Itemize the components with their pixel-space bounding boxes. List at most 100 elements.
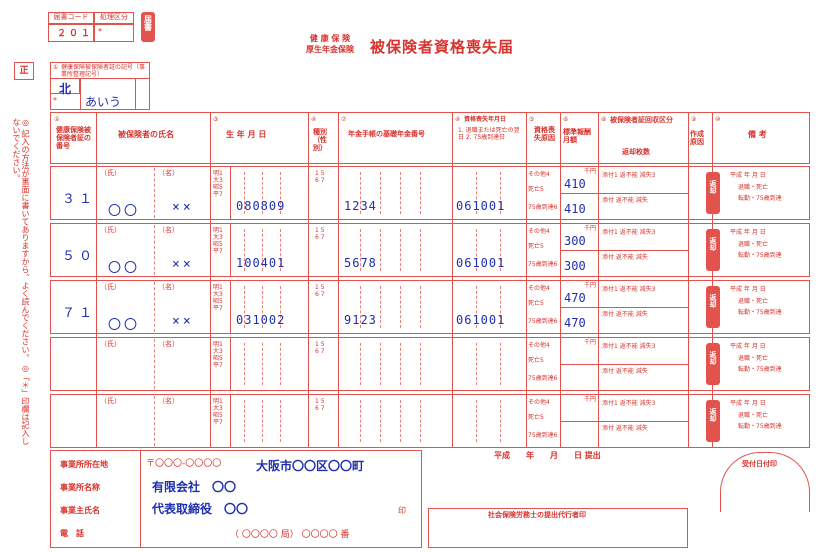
reason-death: 死亡5 bbox=[528, 243, 544, 250]
pay-divider bbox=[560, 307, 598, 308]
birth-grid bbox=[262, 400, 263, 442]
pay-top[interactable]: 410 bbox=[564, 177, 586, 191]
return-label: 返却 bbox=[709, 294, 717, 308]
birth-grid bbox=[262, 229, 263, 271]
collect-options-top: 添付1 返不能 減失3 bbox=[602, 229, 656, 236]
correct-mark-text: 正 bbox=[19, 66, 29, 76]
era-divider bbox=[230, 280, 231, 334]
col6-num: ⑦ bbox=[341, 116, 347, 123]
col8-num: ⑤ bbox=[529, 116, 535, 123]
collect-options-top: 添付1 返不能 減失3 bbox=[602, 286, 656, 293]
family-name[interactable]: 〇〇 bbox=[108, 318, 141, 333]
loss-grid bbox=[500, 400, 501, 442]
postal-code[interactable]: 〒〇〇〇-〇〇〇〇 bbox=[146, 459, 222, 469]
process-field[interactable]: * bbox=[94, 24, 134, 42]
agent-box bbox=[428, 508, 688, 548]
pension-grid bbox=[360, 229, 361, 271]
loss-date[interactable]: 061001 bbox=[456, 199, 506, 213]
loss-date[interactable]: 061001 bbox=[456, 313, 506, 327]
given-name[interactable]: ×× bbox=[172, 257, 194, 272]
return-label: 返却 bbox=[709, 351, 717, 365]
col7-num: ④ bbox=[455, 116, 461, 123]
company-value[interactable]: 有限会社 〇〇 bbox=[152, 480, 237, 494]
col11-label: 作成原因 bbox=[690, 130, 704, 146]
col3-label: 被保険者の氏名 bbox=[118, 130, 174, 139]
insured-number[interactable]: ５０ bbox=[62, 249, 97, 264]
family-name[interactable]: 〇〇 bbox=[108, 204, 141, 219]
family-name[interactable]: 〇〇 bbox=[108, 261, 141, 276]
loss-date[interactable]: 061001 bbox=[456, 256, 506, 270]
birth-date[interactable]: 100401 bbox=[236, 256, 286, 270]
pension-grid bbox=[420, 286, 421, 328]
symbol-num: ① bbox=[53, 64, 59, 71]
pay-top[interactable]: 470 bbox=[564, 291, 586, 305]
col10-sub: 返却枚数 bbox=[622, 148, 650, 156]
note-transfer: 転勤・75歳到達 bbox=[738, 366, 782, 373]
pension-number[interactable]: 9123 bbox=[344, 313, 377, 327]
symbol-kanji-value: 北 bbox=[59, 82, 72, 96]
pension-grid bbox=[380, 286, 381, 328]
given-name[interactable]: ×× bbox=[172, 314, 194, 329]
birth-date[interactable]: 080809 bbox=[236, 199, 286, 213]
col12-num: ⑩ bbox=[715, 116, 721, 123]
col6-label: 年金手帳の基礎年金番号 bbox=[348, 130, 425, 138]
table-row bbox=[50, 394, 810, 448]
pay-bottom[interactable]: 470 bbox=[564, 316, 586, 330]
return-badge: 返却 bbox=[706, 229, 720, 271]
symbol-kana-value: あいう bbox=[85, 95, 122, 109]
owner-value[interactable]: 代表取締役 〇〇 bbox=[152, 502, 249, 516]
table-row bbox=[50, 280, 810, 334]
reason-other: その他4 bbox=[528, 399, 550, 406]
process-dot: * bbox=[98, 27, 102, 36]
pension-number[interactable]: 5678 bbox=[344, 256, 377, 270]
insured-number[interactable]: ３１ bbox=[62, 192, 97, 207]
col2-label: 健康保険被保険者証の番号 bbox=[56, 126, 91, 150]
title-line1: 健 康 保 険 bbox=[309, 34, 351, 43]
phone-value[interactable]: （ 〇〇〇〇 局） 〇〇〇〇 番 bbox=[230, 530, 350, 540]
symbol-kana-field[interactable]: あいう bbox=[80, 78, 136, 110]
pay-bottom[interactable]: 410 bbox=[564, 202, 586, 216]
loss-grid bbox=[476, 172, 477, 214]
return-badge: 返却 bbox=[706, 172, 720, 214]
return-badge: 返却 bbox=[706, 286, 720, 328]
reason-other: その他4 bbox=[528, 342, 550, 349]
reason-death: 死亡5 bbox=[528, 357, 544, 364]
given-name-label: （名） bbox=[158, 226, 179, 234]
address-value[interactable]: 大阪市〇〇区〇〇町 bbox=[256, 459, 365, 473]
office-code-field[interactable]: ２０１ bbox=[48, 24, 94, 42]
title-line2: 厚生年金保険 bbox=[306, 45, 354, 54]
family-name-label: （氏） bbox=[100, 340, 121, 348]
birth-grid bbox=[244, 400, 245, 442]
family-name-label: （氏） bbox=[100, 226, 121, 234]
phone-label: 電 話 bbox=[60, 529, 84, 538]
pension-grid bbox=[360, 286, 361, 328]
pension-grid bbox=[380, 229, 381, 271]
pay-bottom[interactable]: 300 bbox=[564, 259, 586, 273]
symbol-kanji-field[interactable]: 北 bbox=[50, 78, 80, 96]
insured-number[interactable]: ７１ bbox=[62, 306, 97, 321]
reason-75: 75歳到達6 bbox=[528, 375, 558, 382]
note-retire: 退職・死亡 bbox=[738, 184, 769, 191]
given-name-label: （名） bbox=[158, 283, 179, 291]
pension-number[interactable]: 1234 bbox=[344, 199, 377, 213]
reason-other: その他4 bbox=[528, 228, 550, 235]
symbol-asterisk: * bbox=[53, 96, 57, 105]
col12-label: 備 考 bbox=[748, 130, 767, 139]
note-retire: 退職・死亡 bbox=[738, 412, 769, 419]
era-options: 明1 大3 昭5 平7 bbox=[213, 341, 223, 369]
col11-num: ⑨ bbox=[691, 116, 697, 123]
return-label: 返却 bbox=[709, 180, 717, 194]
pension-grid bbox=[400, 400, 401, 442]
submit-date: 平成 年 月 日 提出 bbox=[494, 451, 601, 460]
column-header bbox=[50, 112, 810, 164]
type-options: 1 5 6 7 bbox=[315, 341, 325, 355]
era-divider bbox=[230, 394, 231, 448]
pay-top[interactable]: 300 bbox=[564, 234, 586, 248]
pay-unit: 千円 bbox=[584, 168, 597, 175]
stamp-label: 届書 bbox=[143, 15, 153, 31]
pay-unit: 千円 bbox=[584, 339, 597, 346]
birth-date[interactable]: 031002 bbox=[236, 313, 286, 327]
note-retire: 退職・死亡 bbox=[738, 241, 769, 248]
given-name[interactable]: ×× bbox=[172, 200, 194, 215]
era-divider bbox=[230, 166, 231, 220]
